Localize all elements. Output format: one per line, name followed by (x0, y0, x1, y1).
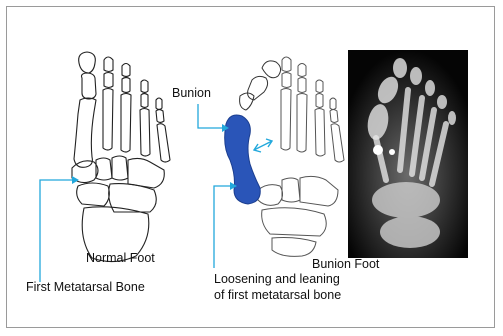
loosening-label-line1: Loosening and leaning (214, 272, 340, 287)
normal-foot-drawing (72, 52, 170, 262)
xray-foot-bones (348, 50, 468, 258)
bunion-callout-line (198, 104, 222, 128)
first-metatarsal-label: First Metatarsal Bone (26, 280, 145, 295)
first-metatarsal-callout-line (40, 180, 72, 282)
xray-image (348, 50, 468, 258)
bunion-label: Bunion (172, 86, 211, 101)
bunion-metatarsal-bone (225, 115, 261, 204)
double-arrow-icon (254, 139, 272, 152)
normal-foot-label: Normal Foot (86, 251, 155, 266)
bunion-foot-label: Bunion Foot (312, 257, 379, 272)
callout-arrowheads (72, 124, 237, 190)
loosening-label-line2: of first metatarsal bone (214, 288, 341, 303)
loosening-callout-line (214, 186, 230, 268)
bunion-foot-drawing (240, 57, 344, 256)
